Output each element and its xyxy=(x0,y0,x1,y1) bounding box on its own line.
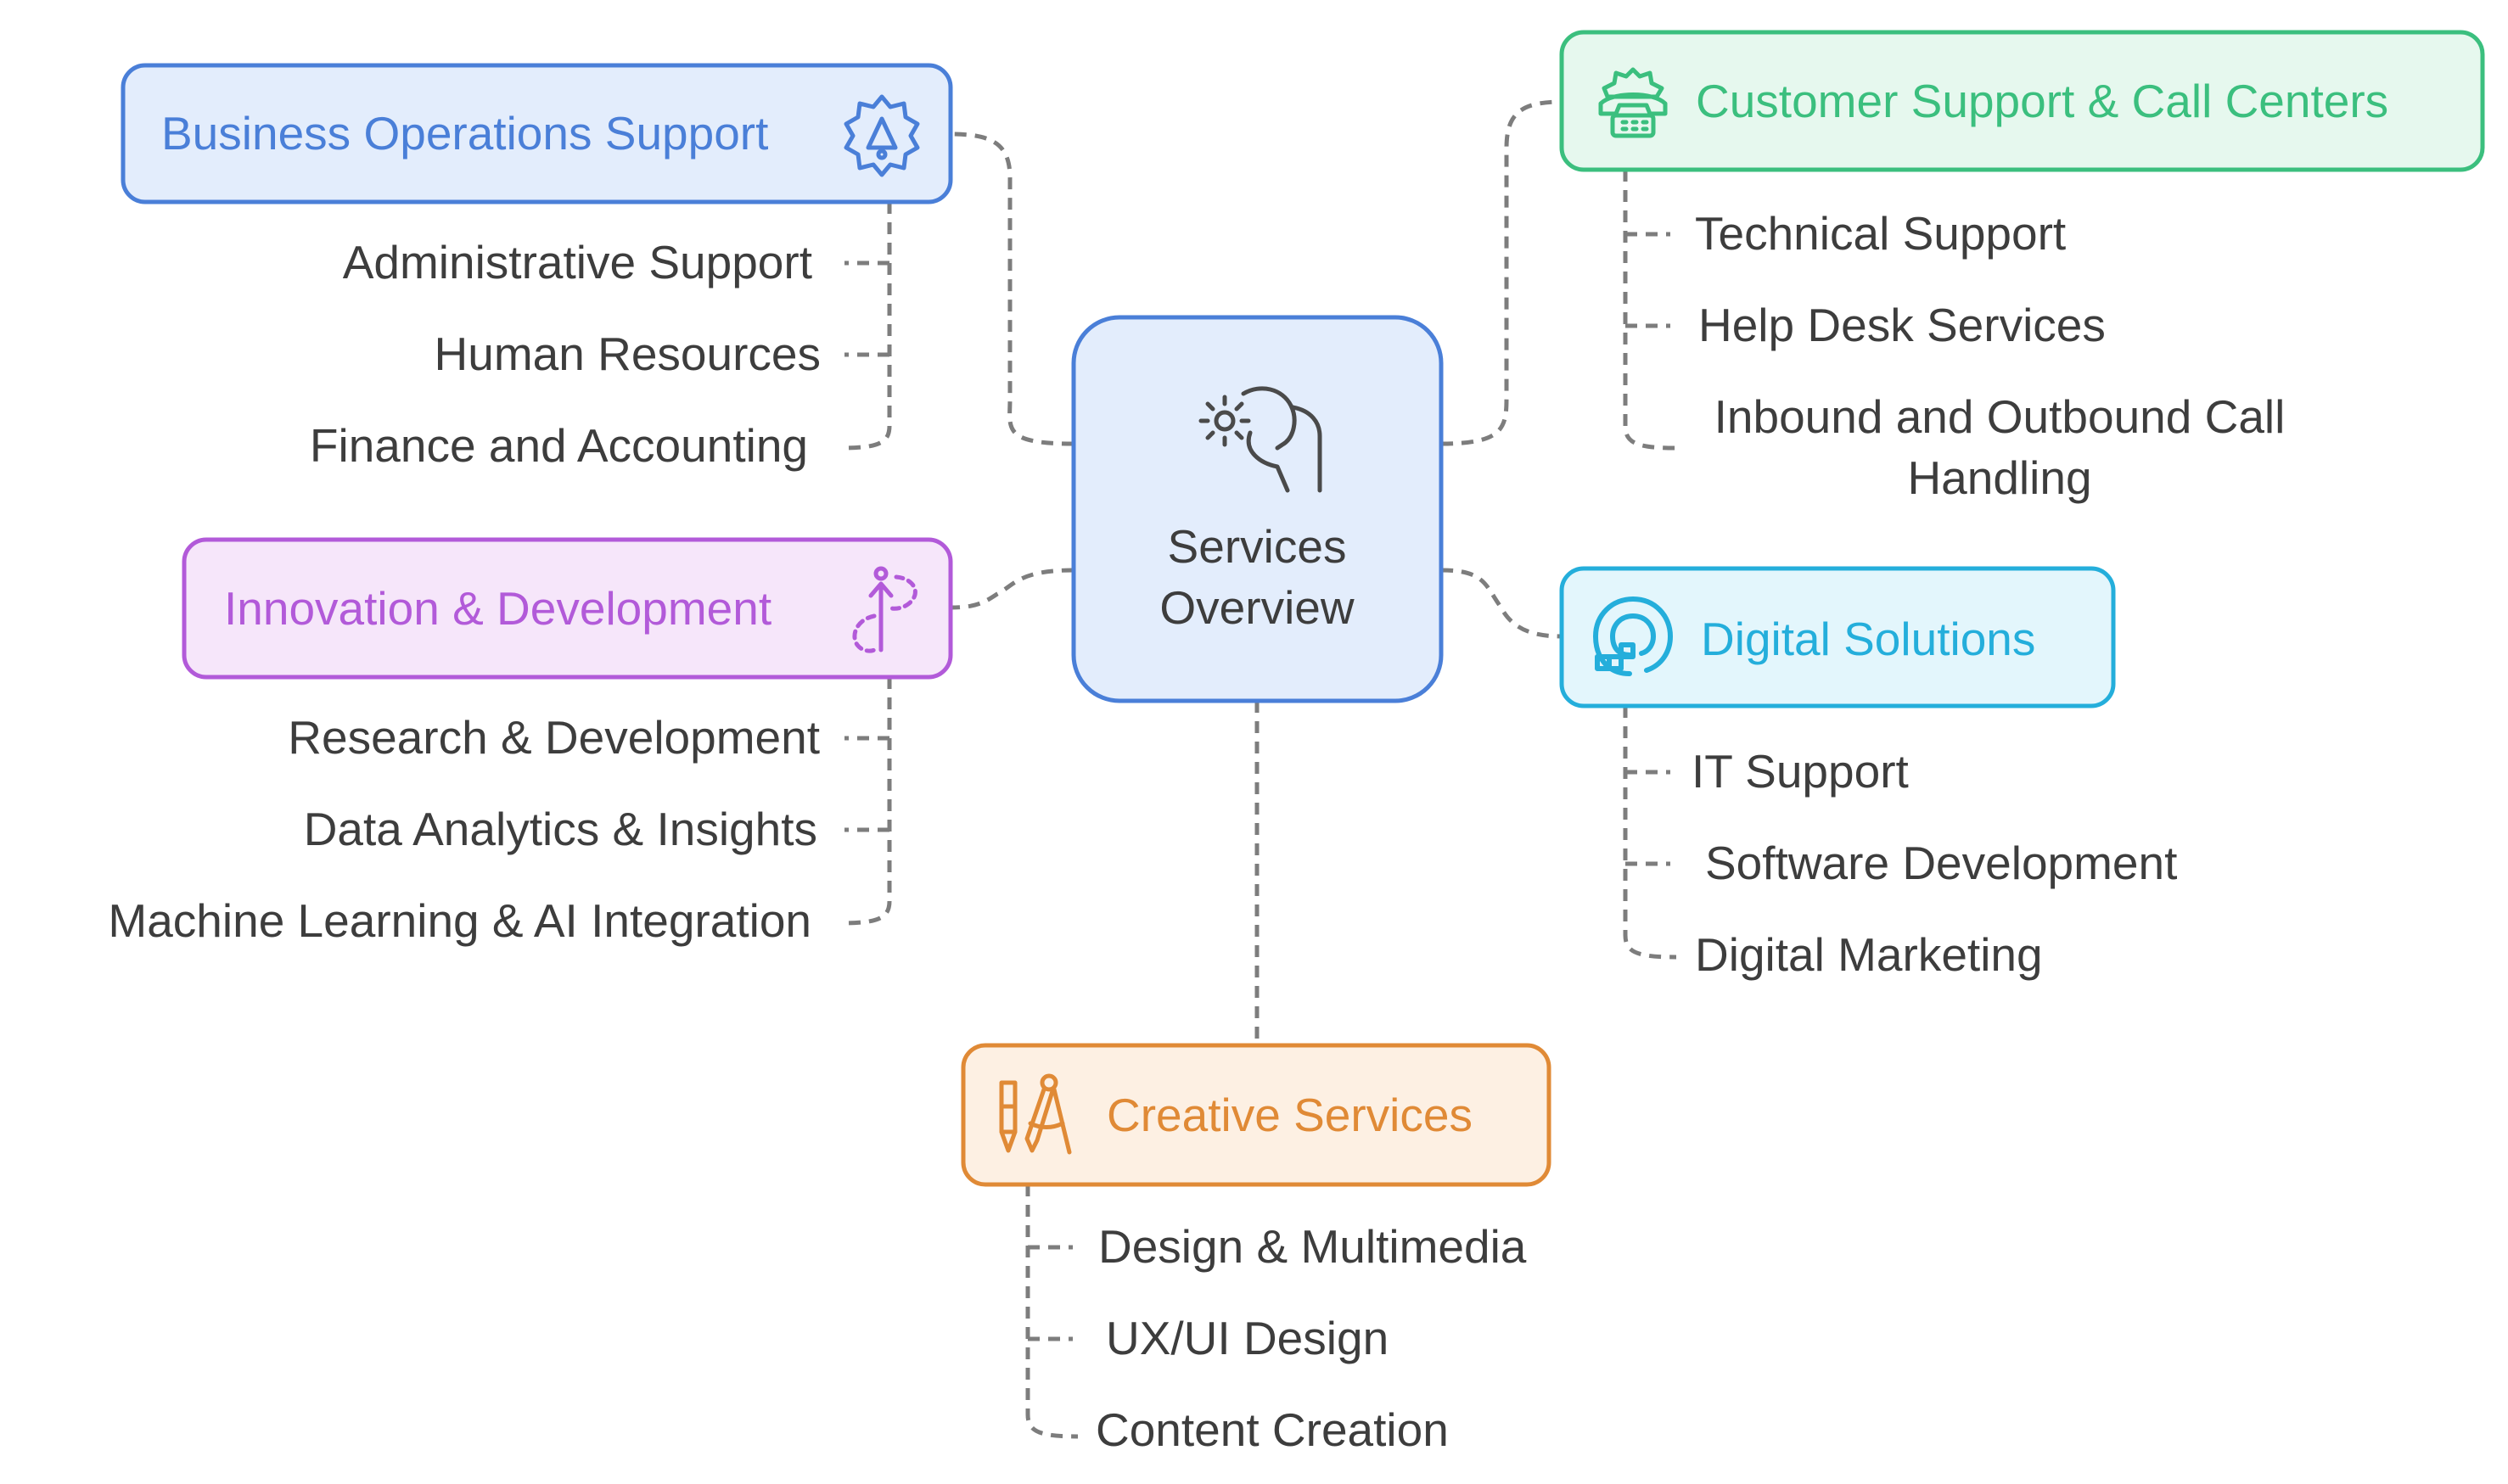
branch-business-box xyxy=(121,63,953,204)
innovation-item-2: Data Analytics & Insights xyxy=(304,803,817,855)
center-label-line-1: Services xyxy=(1168,520,1347,573)
customer-item-1: Technical Support xyxy=(1695,207,2066,260)
connector-center-innovation xyxy=(950,568,1074,610)
branch-business-title: Business Operations Support xyxy=(161,107,768,160)
pen-compass-icon xyxy=(999,1073,1072,1155)
branch-customer-support: Customer Support & Call Centers Technica… xyxy=(1559,30,2485,504)
growth-arrow-icon xyxy=(852,566,917,653)
digital-swirl-icon xyxy=(1593,596,1673,676)
phone-gear-icon xyxy=(1598,67,1668,138)
connector-creative-items xyxy=(1025,1184,1079,1439)
innovation-item-1: Research & Development xyxy=(288,711,820,764)
branch-digital-solutions: Digital Solutions IT Support Software De… xyxy=(1559,566,2177,981)
branch-customer-title: Customer Support & Call Centers xyxy=(1696,75,2388,127)
digital-item-1: IT Support xyxy=(1692,745,1909,798)
connector-digital-items xyxy=(1623,706,1677,960)
branch-creative-services: Creative Services Design & Multimedia UX… xyxy=(961,1043,1551,1456)
gear-bell-icon xyxy=(844,94,920,177)
branch-innovation-title: Innovation & Development xyxy=(224,582,771,635)
branch-digital-title: Digital Solutions xyxy=(1701,613,2035,665)
center-node: Services Overview xyxy=(1071,315,1444,703)
digital-item-3: Digital Marketing xyxy=(1695,928,2043,981)
business-item-3: Finance and Accounting xyxy=(310,419,808,472)
branch-creative-box xyxy=(961,1043,1551,1187)
center-node-box xyxy=(1071,315,1444,703)
connector-customer-items xyxy=(1623,170,1677,451)
business-item-1: Administrative Support xyxy=(343,236,812,288)
creative-item-1: Design & Multimedia xyxy=(1098,1220,1527,1273)
connector-center-customer xyxy=(1440,99,1563,446)
branch-creative-title: Creative Services xyxy=(1107,1089,1473,1141)
digital-item-2: Software Development xyxy=(1705,837,2177,889)
business-item-2: Human Resources xyxy=(435,328,821,380)
creative-item-2: UX/UI Design xyxy=(1106,1312,1389,1364)
connector-center-digital xyxy=(1440,568,1563,639)
center-label-line-2: Overview xyxy=(1159,581,1354,634)
customer-item-3-line-2: Handling xyxy=(1907,451,2091,504)
branch-customer-box xyxy=(1559,30,2485,172)
innovation-item-3: Machine Learning & AI Integration xyxy=(108,894,811,947)
creative-item-3: Content Creation xyxy=(1096,1403,1449,1456)
branch-innovation-box xyxy=(182,537,953,680)
gear-hand-icon xyxy=(1198,386,1322,493)
branch-digital-box xyxy=(1559,566,2116,708)
connector-center-business xyxy=(950,132,1074,446)
connector-business-items xyxy=(839,202,892,451)
branch-business-operations: Business Operations Support Administrati… xyxy=(121,63,953,472)
customer-item-2: Help Desk Services xyxy=(1698,299,2106,351)
branch-innovation-development: Innovation & Development Research & Deve… xyxy=(108,537,953,947)
connector-innovation-items xyxy=(839,677,892,926)
connectors xyxy=(839,99,1677,1439)
customer-item-3-line-1: Inbound and Outbound Call xyxy=(1714,390,2286,443)
